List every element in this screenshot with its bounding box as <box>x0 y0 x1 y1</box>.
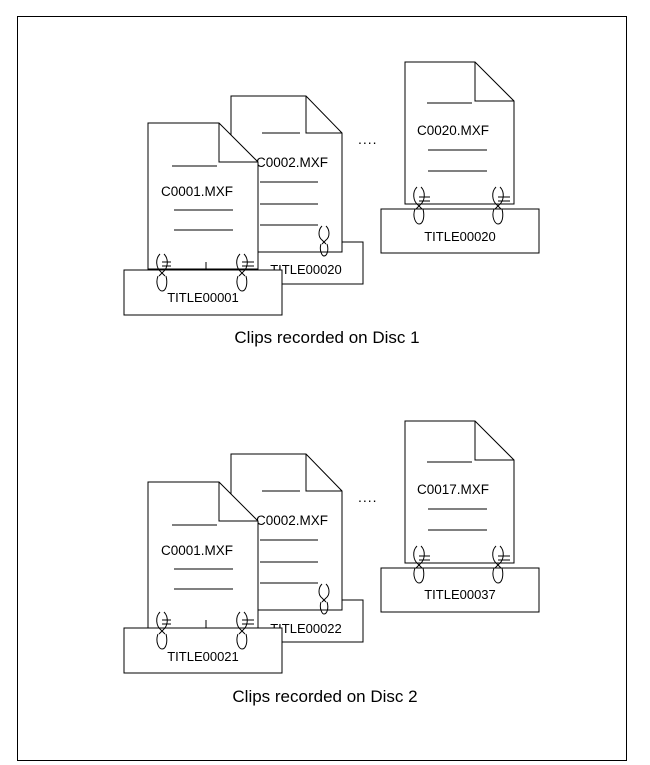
binder-ring-icon <box>236 253 254 292</box>
binder-ring-icon <box>236 611 254 650</box>
last-file-name: C0017.MXF <box>417 482 489 497</box>
binder-ring-icon <box>318 583 330 615</box>
binder-ring-icon <box>413 186 430 225</box>
binder-ring-icon <box>156 611 171 650</box>
disc-1-caption: Clips recorded on Disc 1 <box>234 328 419 347</box>
middle-title-text: TITLE00020 <box>270 262 342 277</box>
middle-document: C0002.MXF <box>230 453 343 615</box>
middle-title-text: TITLE00022 <box>270 621 342 636</box>
last-title-text: TITLE00020 <box>424 229 496 244</box>
middle-file-name: C0002.MXF <box>256 513 328 528</box>
disc-1-group: TITLE00020 C0002.MXF C0001.MXF <box>123 61 540 347</box>
ellipsis: .... <box>358 489 378 505</box>
last-document: C0020.MXF <box>404 61 515 205</box>
binder-ring-icon <box>492 186 510 225</box>
last-title-box <box>380 567 540 613</box>
binder-ring-icon <box>413 545 430 584</box>
front-title-box <box>123 627 283 674</box>
front-title-box <box>123 269 283 316</box>
front-file-name: C0001.MXF <box>161 184 233 199</box>
last-title-text: TITLE00037 <box>424 587 496 602</box>
binder-ring-icon <box>492 545 510 584</box>
front-title-text: TITLE00021 <box>167 649 239 664</box>
front-title-text: TITLE00001 <box>167 290 239 305</box>
binder-ring-icon <box>156 253 171 292</box>
last-file-name: C0020.MXF <box>417 123 489 138</box>
front-document: C0001.MXF <box>147 481 259 629</box>
front-file-name: C0001.MXF <box>161 543 233 558</box>
last-title-box <box>380 208 540 254</box>
front-document: C0001.MXF <box>147 122 259 270</box>
last-document: C0017.MXF <box>404 420 515 564</box>
ellipsis: .... <box>358 131 378 147</box>
disc-2-caption: Clips recorded on Disc 2 <box>232 687 417 706</box>
disc-2-group: TITLE00022 C0002.MXF C0001.MXF <box>123 420 540 706</box>
middle-file-name: C0002.MXF <box>256 155 328 170</box>
binder-ring-icon <box>318 225 330 257</box>
